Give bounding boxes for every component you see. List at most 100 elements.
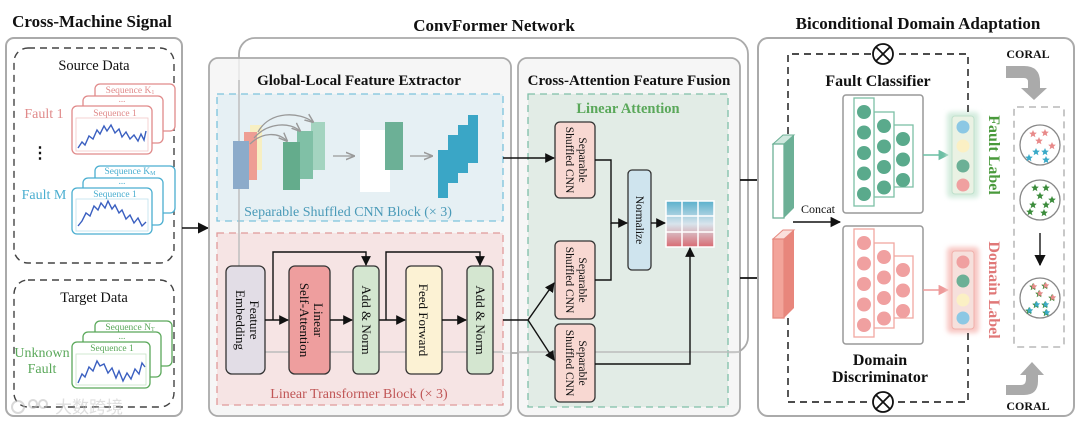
- domain-discriminator-network: [853, 228, 914, 338]
- seq-k1-label: Sequence K1: [106, 86, 155, 96]
- star-marker: [1036, 289, 1044, 297]
- sscnn-3-line2: Shuffled CNN: [563, 330, 575, 397]
- fault-1-label: Fault 1: [24, 107, 63, 122]
- network-node: [896, 173, 910, 187]
- network-node: [896, 283, 910, 298]
- sscnn-1-line2: Shuffled CNN: [563, 127, 575, 194]
- convformer-title: ConvFormer Network: [413, 16, 575, 35]
- network-node: [857, 297, 871, 312]
- fault-loss-loop: [787, 53, 969, 134]
- network-node: [857, 236, 871, 250]
- domain-label-vector: [947, 247, 979, 333]
- network-node: [877, 250, 891, 264]
- bda-title: Biconditional Domain Adaptation: [796, 14, 1041, 33]
- network-node: [857, 187, 871, 201]
- seq-km-label: Sequence KM: [105, 167, 157, 177]
- star-marker: [1030, 282, 1038, 290]
- network-node: [877, 291, 891, 305]
- linear-attention-title: Linear Attention: [576, 101, 679, 117]
- target-data-title: Target Data: [60, 290, 128, 306]
- star-marker: [1035, 137, 1043, 145]
- star-marker: [1042, 281, 1050, 289]
- watermark: 大数跨境: [11, 398, 123, 418]
- star-marker: [1029, 130, 1037, 138]
- vertical-ellipsis: ⋮: [32, 145, 48, 162]
- network-node: [896, 304, 910, 318]
- star-marker: [1041, 148, 1049, 156]
- network-node: [877, 270, 891, 285]
- unknown-fault-label-1: Unknown: [14, 346, 69, 361]
- coral-top-arrow-icon: [1006, 66, 1047, 100]
- seq-dots-1: ...: [119, 94, 126, 104]
- coral-top-label: CORAL: [1006, 47, 1049, 61]
- lsa-line2: Self-Attention: [297, 283, 312, 358]
- fault-label-text: Fault Label: [985, 115, 1002, 195]
- normalize-box: Normalize: [627, 169, 652, 271]
- coral-bottom-label: CORAL: [1006, 399, 1049, 413]
- sscnn-2-line1: Separable: [576, 257, 588, 302]
- fault-m-sequences: [71, 165, 176, 235]
- star-marker: [1041, 129, 1049, 137]
- sscnn-3-line1: Separable: [576, 340, 588, 385]
- star-marker: [1048, 142, 1056, 150]
- star-marker: [1026, 306, 1034, 314]
- source-data-title: Source Data: [58, 58, 130, 74]
- seq-1-label-target: Sequence 1: [90, 344, 134, 354]
- network-node: [877, 160, 891, 174]
- fusion-arrows: [503, 153, 695, 365]
- star-marker: [1025, 154, 1033, 162]
- concat-label: Concat: [801, 202, 836, 216]
- star-marker: [1048, 196, 1056, 204]
- unknown-fault-label-2: Fault: [28, 362, 57, 377]
- seq-1-label-faultm: Sequence 1: [93, 190, 137, 200]
- seq-dots-2: ...: [119, 176, 126, 186]
- network-node: [896, 132, 910, 146]
- star-marker: [1032, 148, 1040, 156]
- sscnn-box-2: Separable Shuffled CNN: [554, 240, 596, 320]
- source-distribution-circle: [1019, 124, 1061, 166]
- network-node: [857, 256, 871, 271]
- linear-self-attention-box: Linear Self-Attention: [288, 265, 331, 375]
- sscnn-box-3: Separable Shuffled CNN: [554, 323, 596, 403]
- sscnn-box-1: Separable Shuffled CNN: [554, 121, 596, 199]
- network-node: [896, 152, 910, 167]
- seq-1-label-fault1: Sequence 1: [93, 109, 137, 119]
- add-norm-2-box: Add & Norm: [466, 265, 494, 375]
- coral-bottom-arrow-icon: [1006, 362, 1044, 395]
- network-node: [877, 119, 891, 133]
- add-norm-1-box: Add & Norm: [352, 265, 380, 375]
- network-node: [877, 311, 891, 326]
- domain-discriminator-title-2: Discriminator: [832, 369, 928, 386]
- distribution-stars: [1025, 129, 1057, 317]
- domain-feature-bar: [771, 229, 796, 319]
- star-marker: [1042, 184, 1050, 192]
- normalize-label: Normalize: [633, 196, 645, 245]
- fault-classifier-network: [853, 97, 914, 207]
- transformer-block-label: Linear Transformer Block (× 3): [270, 387, 448, 402]
- star-marker: [1042, 300, 1050, 308]
- star-marker: [1031, 184, 1039, 192]
- network-node: [857, 125, 871, 140]
- domain-discriminator-title-1: Domain: [853, 352, 907, 369]
- star-marker: [1040, 209, 1048, 217]
- transformer-arrows: [265, 251, 485, 325]
- fusion-title: Cross-Attention Feature Fusion: [528, 73, 731, 89]
- feature-embedding-line2: Embedding: [233, 290, 248, 350]
- target-data-box: [13, 279, 175, 408]
- extractor-title: Global-Local Feature Extractor: [257, 73, 461, 89]
- sscnn-1-line1: Separable: [576, 137, 588, 182]
- star-marker: [1036, 192, 1044, 200]
- seq-dots-3: ...: [119, 331, 126, 341]
- multiply-icon-bottom: [872, 391, 894, 413]
- network-node: [857, 318, 871, 332]
- network-node: [857, 146, 871, 160]
- domain-loss-loop: [787, 318, 969, 403]
- attention-map-icon: [665, 200, 715, 248]
- watermark-text: 大数跨境: [55, 398, 123, 418]
- fault-1-sequences: [71, 83, 176, 155]
- source-data-box: [13, 47, 175, 264]
- add-norm-1-label: Add & Norm: [359, 285, 374, 354]
- network-node: [857, 166, 871, 181]
- network-node: [857, 277, 871, 291]
